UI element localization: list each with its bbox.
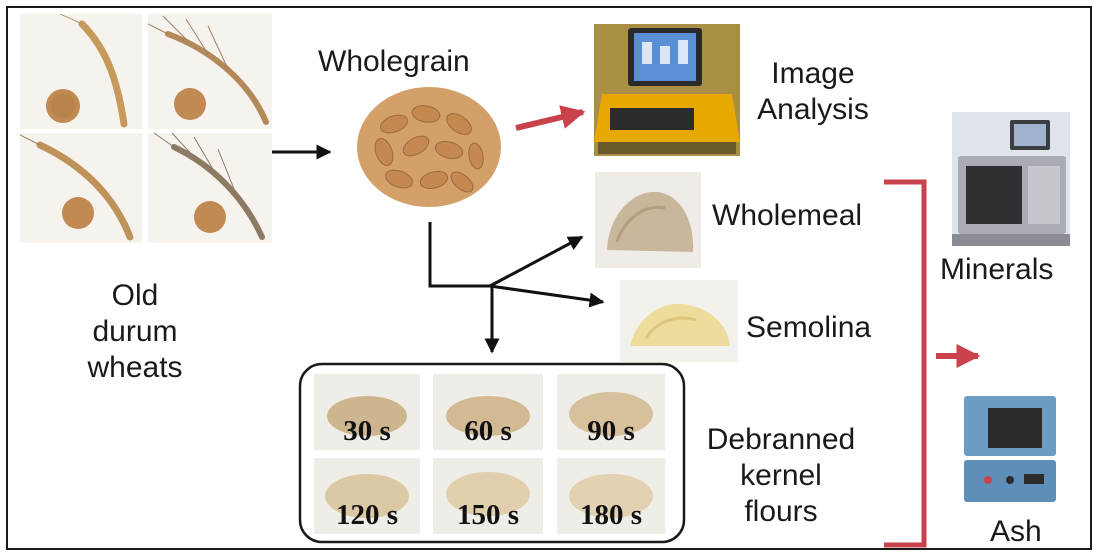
connector-wholegrain-down xyxy=(428,222,492,288)
wheat-photo-2 xyxy=(148,14,272,129)
label-image-analysis: Image Analysis xyxy=(757,57,869,126)
arrow-to-wholemeal xyxy=(489,235,584,288)
wholemeal-photo xyxy=(595,172,701,268)
spectrometer-icon xyxy=(952,112,1070,246)
wheat-photo-4 xyxy=(148,133,272,243)
wheat-spike-icon xyxy=(148,133,272,243)
bracket-red xyxy=(884,179,927,548)
wheat-spike-icon xyxy=(20,14,142,129)
label-debranned-kernel-flours: Debranned kernel flours xyxy=(706,423,856,528)
label-wholemeal: Wholemeal xyxy=(712,199,863,232)
flour-sample-90s: 90 s xyxy=(557,374,665,450)
flour-sample-120s: 120 s xyxy=(314,458,420,534)
arrow-to-image-analysis xyxy=(515,105,586,131)
arrow-to-semolina xyxy=(489,284,605,308)
label-old-durum-wheats: Old durum wheats xyxy=(87,279,183,384)
label-wholegrain: Wholegrain xyxy=(318,45,470,78)
image-analyzer-icon xyxy=(594,24,740,156)
image-analyzer-photo xyxy=(594,24,740,156)
wholegrain-kernels xyxy=(357,87,501,207)
figure-frame xyxy=(6,6,1092,550)
flour-sample-30s: 30 s xyxy=(314,374,420,450)
flour-sample-150s: 150 s xyxy=(433,458,543,534)
spectrometer-photo xyxy=(952,112,1070,246)
muffle-furnace-icon xyxy=(958,382,1062,508)
wheat-photo-1 xyxy=(20,14,142,129)
label-semolina: Semolina xyxy=(746,311,872,344)
wheat-photo-3 xyxy=(20,133,142,243)
flour-sample-60s: 60 s xyxy=(433,374,543,450)
label-minerals: Minerals xyxy=(940,253,1054,286)
wheat-spike-icon xyxy=(20,133,142,243)
flour-sample-180s: 180 s xyxy=(557,458,665,534)
semolina-photo xyxy=(620,280,738,362)
label-ash: Ash xyxy=(990,515,1042,548)
muffle-furnace-photo xyxy=(958,382,1062,508)
wheat-spike-icon xyxy=(148,14,272,129)
